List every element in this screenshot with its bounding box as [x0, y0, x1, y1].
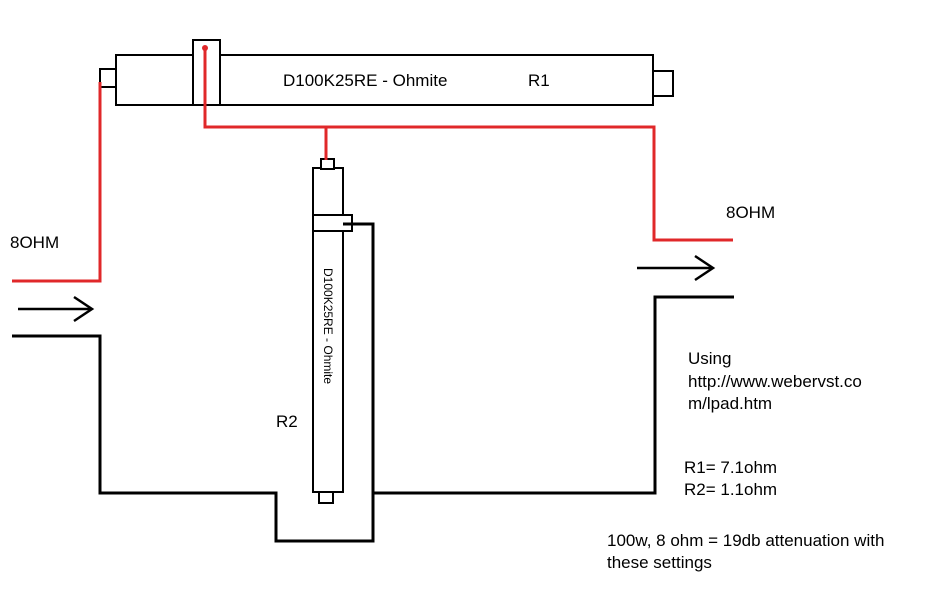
r2-top-terminal	[320, 158, 335, 170]
notes-block: Using http://www.webervst.co m/lpad.htm …	[607, 349, 884, 572]
input-hot-wire	[12, 82, 102, 283]
signal-wiring	[12, 48, 733, 283]
resistor-r2: D100K25RE - Ohmite R2	[276, 158, 353, 504]
note-r2-value: R2= 1.1ohm	[684, 480, 777, 499]
note-r1-value: R1= 7.1ohm	[684, 458, 777, 477]
r1-wiper-contact	[202, 45, 208, 51]
resistor-r1: D100K25RE - Ohmite R1	[99, 39, 674, 106]
ground-wiring	[12, 222, 734, 543]
r2-bottom-terminal	[318, 491, 334, 504]
note-url-line-2: m/lpad.htm	[688, 394, 772, 413]
note-attenuation-line-2: these settings	[607, 553, 712, 572]
r1-wiper-to-output-wire	[203, 48, 733, 242]
input-impedance-label: 8OHM	[10, 233, 59, 252]
input-ground-wire	[12, 295, 734, 543]
r1-part-label: D100K25RE - Ohmite	[283, 71, 447, 90]
r1-name-label: R1	[528, 71, 550, 90]
input-arrow-icon	[18, 295, 95, 323]
output-arrow-icon	[637, 254, 716, 282]
r1-left-terminal	[99, 68, 117, 88]
r2-name-label: R2	[276, 412, 298, 431]
note-url-line-1: http://www.webervst.co	[688, 372, 862, 391]
output-impedance-label: 8OHM	[726, 203, 775, 222]
r1-right-terminal	[652, 70, 674, 97]
r2-part-label: D100K25RE - Ohmite	[321, 268, 335, 384]
r2-wiper-ground-wire	[343, 222, 375, 493]
note-using: Using	[688, 349, 731, 368]
note-attenuation-line-1: 100w, 8 ohm = 19db attenuation with	[607, 531, 884, 550]
